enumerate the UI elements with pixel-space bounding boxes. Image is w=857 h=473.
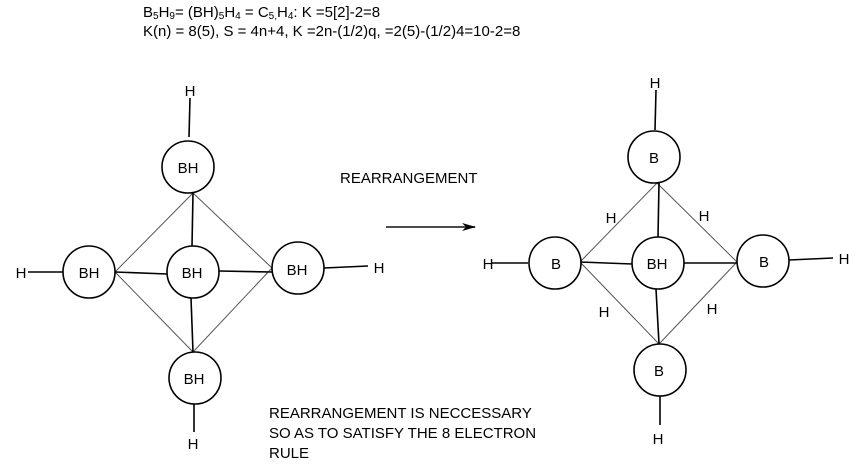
atom-node: BH [161, 140, 215, 194]
note-line: SO AS TO SATISFY THE 8 ELECTRON [269, 425, 537, 442]
hydrogen-label: H [16, 265, 27, 282]
bridging-hydrogen-label: H [707, 301, 718, 318]
bond [188, 97, 191, 138]
rearrangement-label: REARRANGEMENT [340, 170, 478, 187]
subscript: 9 [169, 11, 175, 22]
molecule-before: BH BH BH BH BH H H H H [16, 83, 385, 453]
atom-node: BH [166, 245, 220, 299]
subscript: 4 [235, 11, 241, 22]
atom-node: BH [631, 236, 685, 290]
atom-label: B [649, 150, 659, 167]
subscript: 5 [153, 11, 159, 22]
atom-node: B [633, 343, 687, 397]
bridge-edge [658, 261, 738, 345]
subscript: 4 [287, 11, 294, 22]
cage-edge [192, 267, 273, 353]
bridging-hydrogen-label: H [606, 210, 617, 227]
atom-label: BH [184, 371, 205, 388]
atom-label: BH [79, 265, 100, 282]
atom-node: B [528, 236, 582, 290]
subscript: 5, [268, 11, 277, 22]
bond [114, 271, 168, 275]
atom-label: B [551, 256, 561, 273]
hydrogen-label: H [185, 83, 196, 100]
formula-line-2: K(n) = 8(5), S = 4n+4, K =2n-(1/2)q, =2(… [143, 23, 521, 40]
atom-node: BH [271, 241, 325, 295]
atom-label: BH [182, 265, 203, 282]
bond [655, 288, 660, 345]
hydrogen-label: H [374, 260, 385, 277]
cage-edge [192, 192, 273, 269]
bridging-hydrogen-label: H [699, 208, 710, 225]
bridging-hydrogen-label: H [599, 304, 610, 321]
atom-node: B [627, 130, 681, 184]
formula-line-1: B5H9= (BH)5H4 = C5,H4: K =5[2]-2=8 [143, 4, 381, 22]
bond [323, 265, 369, 269]
bond [654, 89, 657, 131]
atom-label: B [654, 363, 664, 380]
atom-node: BH [168, 351, 222, 405]
atom-label: B [759, 254, 769, 271]
explanation-note: REARRANGEMENT IS NECCESSARY SO AS TO SAT… [269, 404, 536, 464]
bond [218, 270, 273, 273]
cage-edge [114, 271, 194, 353]
bond [657, 182, 660, 238]
bridge-edge [579, 182, 658, 263]
bridge-edge [656, 182, 738, 263]
hydrogen-label: H [483, 256, 494, 273]
bond [190, 297, 194, 353]
note-line: RULE [269, 445, 310, 462]
hydrogen-label: H [188, 436, 199, 453]
bond [191, 192, 194, 247]
note-line: REARRANGEMENT IS NECCESSARY [269, 405, 532, 422]
molecule-after: B B BH B B H H H H H H H H [483, 75, 850, 448]
hydrogen-label: H [650, 75, 661, 92]
atom-node: BH [62, 245, 116, 299]
subscript: 5 [218, 11, 225, 22]
cage-edge [114, 192, 194, 273]
atom-node: B [736, 234, 790, 288]
bridge-edge [579, 261, 660, 345]
hydrogen-label: H [839, 251, 850, 268]
atom-label: BH [647, 256, 668, 273]
bond [788, 257, 834, 261]
atom-label: BH [287, 262, 308, 279]
atom-label: BH [178, 160, 199, 177]
bond [579, 261, 633, 265]
hydrogen-label: H [653, 431, 664, 448]
